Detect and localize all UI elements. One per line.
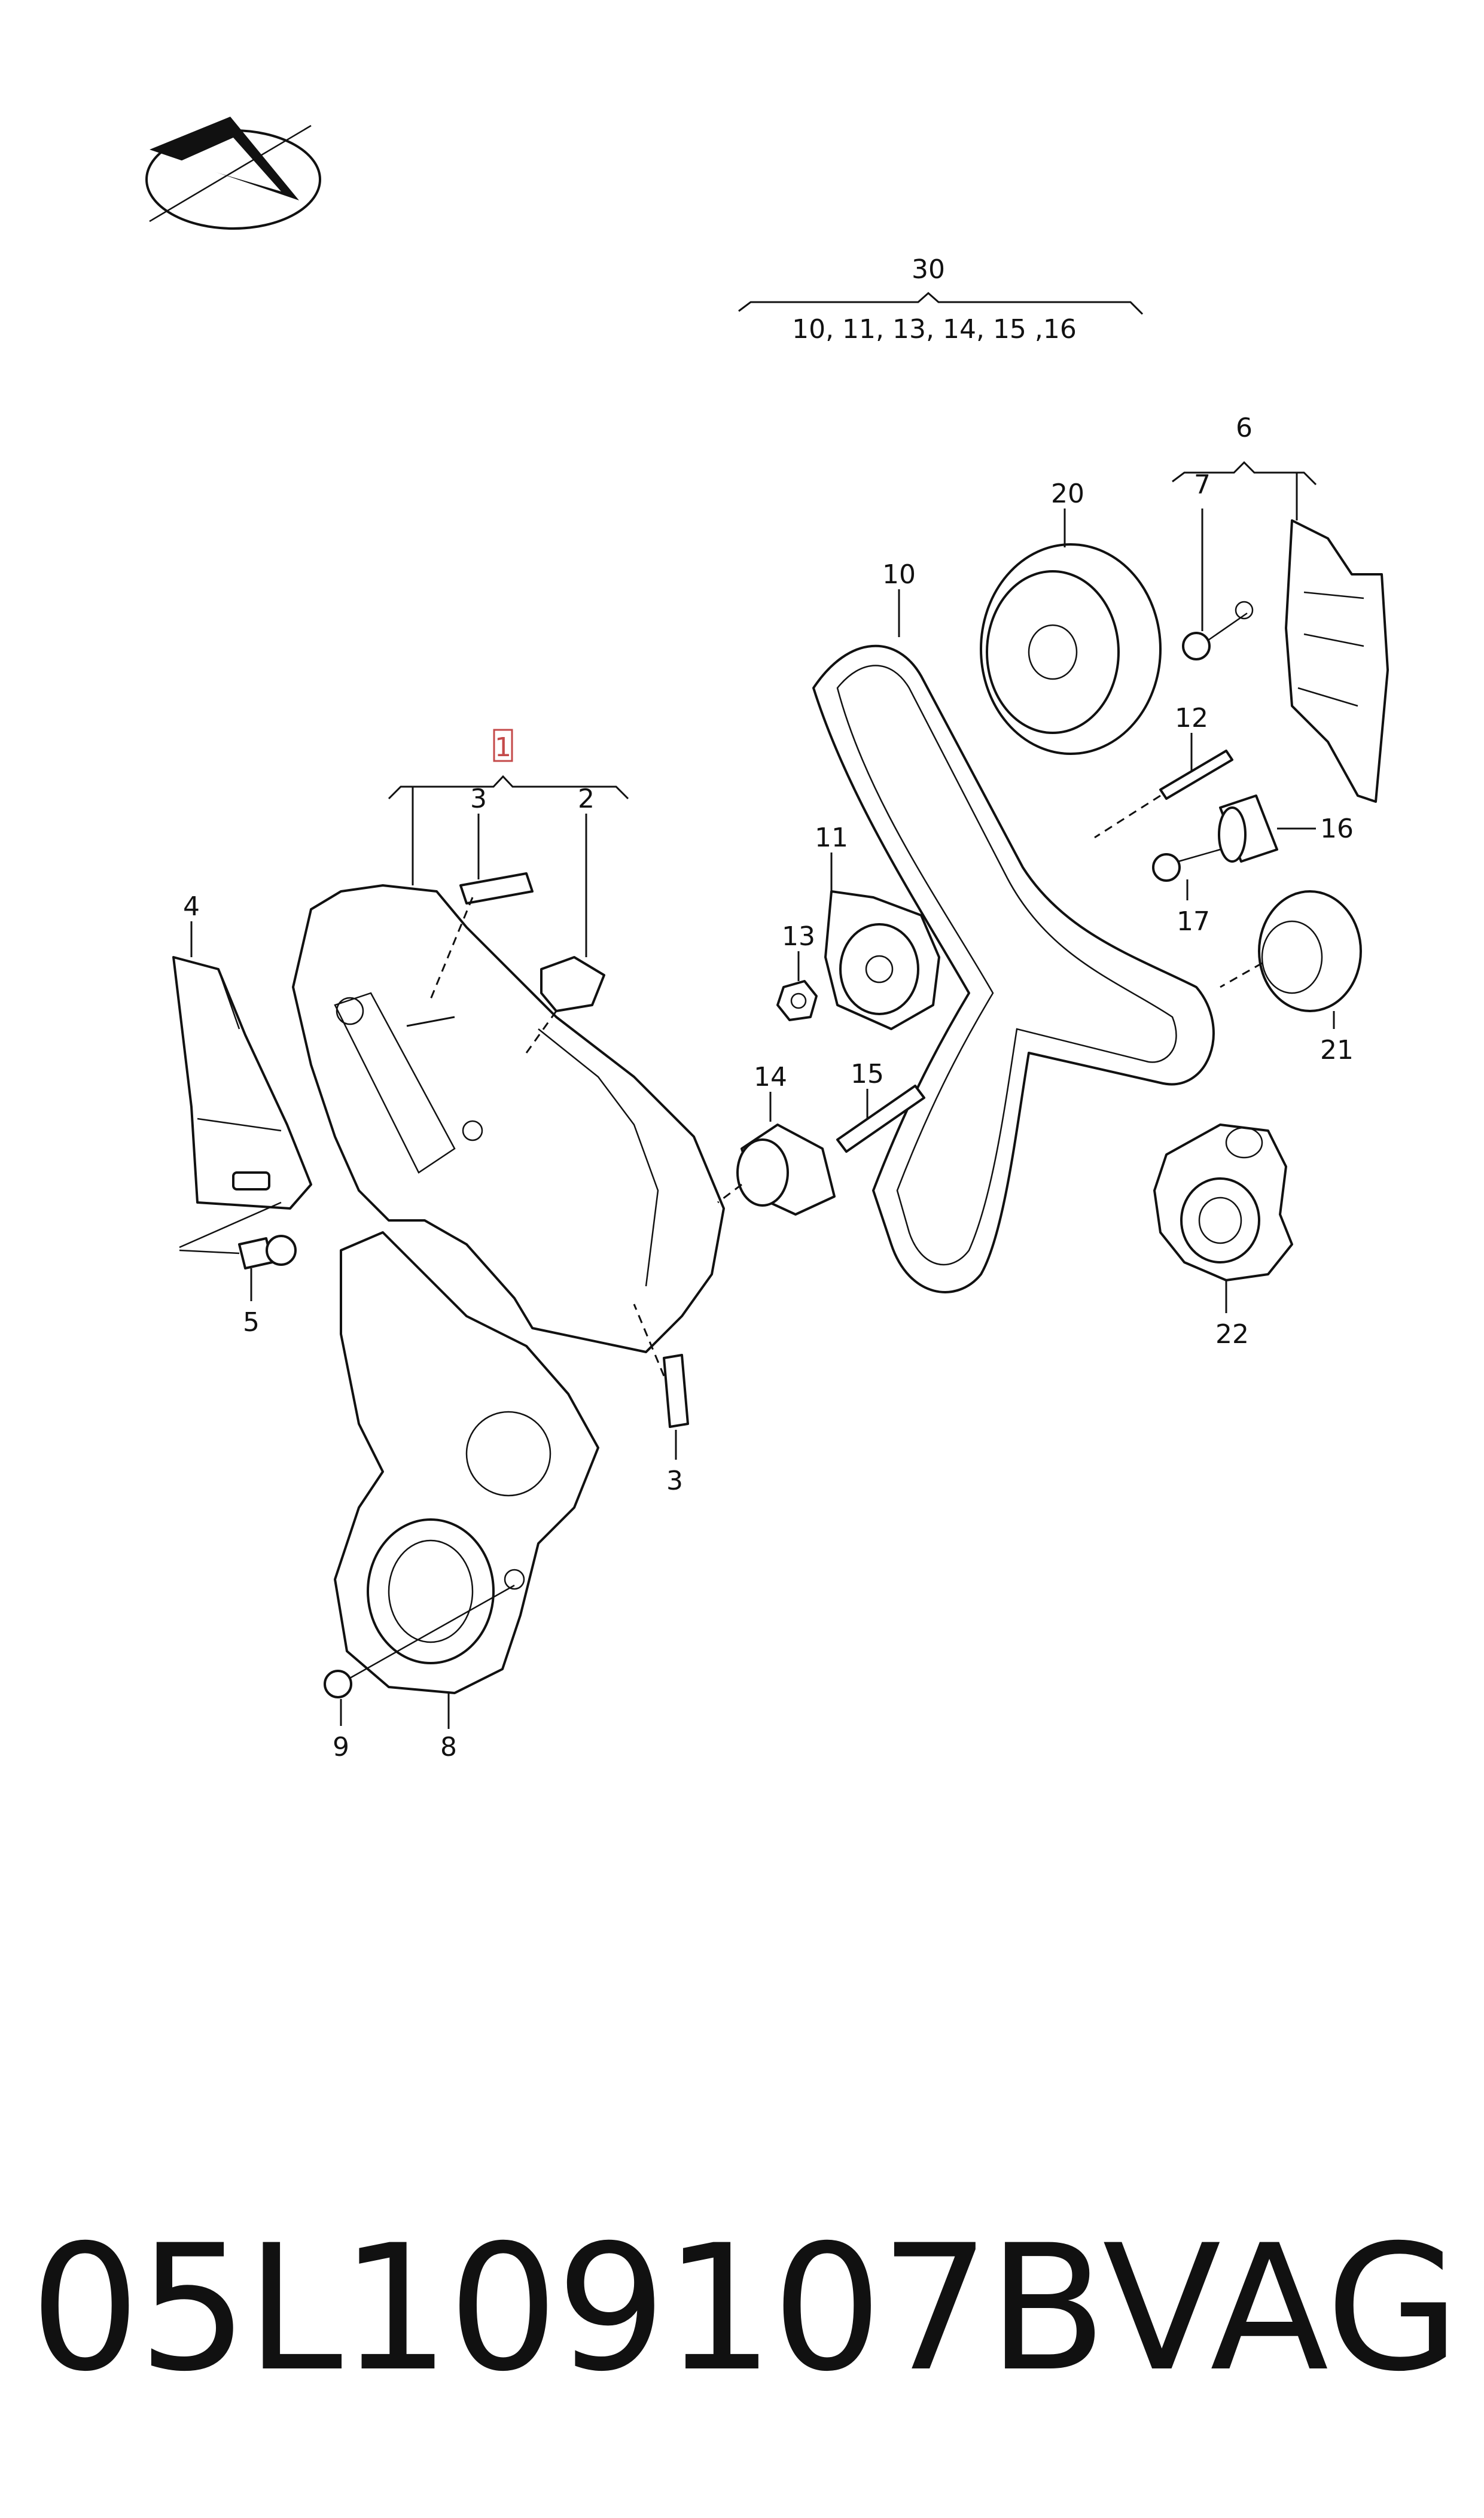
part-7-bolt bbox=[1182, 509, 1248, 660]
part-3-clip-upper bbox=[429, 814, 534, 1000]
part-14-idler bbox=[717, 1092, 836, 1216]
part-3-clip-lower bbox=[633, 1304, 689, 1460]
group-30-members: 10, 11, 13, 14, 15 ,16 bbox=[792, 314, 1077, 345]
callout-14[interactable]: 14 bbox=[754, 1062, 787, 1092]
callout-21[interactable]: 21 bbox=[1320, 1035, 1354, 1065]
part-number-footer: 05L109107B VAG bbox=[0, 2213, 1484, 2405]
part-17-bolt bbox=[1152, 848, 1221, 900]
callout-15[interactable]: 15 bbox=[851, 1059, 884, 1089]
group-1-bracket: 1 bbox=[388, 729, 629, 885]
part-13-nut bbox=[776, 951, 818, 1021]
callout-16[interactable]: 16 bbox=[1320, 814, 1354, 844]
part-11-tensioner bbox=[824, 852, 940, 1030]
callout-4[interactable]: 4 bbox=[183, 891, 200, 922]
callout-3-upper[interactable]: 3 bbox=[470, 784, 487, 814]
part-12-stud bbox=[1094, 733, 1233, 839]
part-6-rear-panel bbox=[1235, 519, 1389, 803]
part-21-sprocket bbox=[1220, 890, 1362, 1029]
callout-5[interactable]: 5 bbox=[243, 1307, 260, 1338]
callout-17[interactable]: 17 bbox=[1177, 906, 1210, 937]
part-5-screw bbox=[179, 1201, 297, 1301]
part-1-upper-cover bbox=[292, 884, 725, 1353]
part-2-holder bbox=[525, 814, 605, 1054]
callout-2[interactable]: 2 bbox=[578, 784, 595, 814]
part-9-bolt bbox=[324, 1584, 515, 1726]
callout-22[interactable]: 22 bbox=[1215, 1319, 1249, 1350]
callout-10[interactable]: 10 bbox=[882, 559, 916, 590]
part-15-stud bbox=[836, 1085, 925, 1153]
part-20-sprocket bbox=[980, 509, 1162, 755]
part-22-water-pump bbox=[1153, 1123, 1293, 1313]
callout-7[interactable]: 7 bbox=[1194, 470, 1211, 500]
part-number: 05L109107B bbox=[30, 2208, 1107, 2410]
manufacturer-name: VAG bbox=[1102, 2208, 1460, 2410]
callout-20[interactable]: 20 bbox=[1051, 479, 1084, 509]
part-10-timing-belt bbox=[812, 589, 1215, 1293]
callout-13[interactable]: 13 bbox=[782, 921, 815, 952]
group-6-bracket bbox=[1172, 461, 1317, 520]
part-4-bracket bbox=[172, 921, 312, 1210]
callout-8[interactable]: 8 bbox=[440, 1732, 457, 1762]
callout-12[interactable]: 12 bbox=[1175, 703, 1208, 733]
callout-30[interactable]: 30 bbox=[912, 254, 945, 285]
callout-labels: 2 3 3 4 5 6 7 8 9 10 11 12 13 14 15 16 1… bbox=[183, 413, 1354, 1762]
callout-11[interactable]: 11 bbox=[815, 823, 848, 853]
part-8-lower-cover bbox=[334, 1231, 599, 1729]
brand-logo bbox=[145, 117, 321, 230]
callout-3-lower[interactable]: 3 bbox=[666, 1466, 683, 1496]
callout-1[interactable]: 1 bbox=[495, 732, 511, 763]
callout-9[interactable]: 9 bbox=[333, 1732, 349, 1762]
group-30-bracket: 30 10, 11, 13, 14, 15 ,16 bbox=[738, 254, 1144, 345]
part-16-spacer bbox=[1218, 794, 1316, 863]
callout-6[interactable]: 6 bbox=[1236, 413, 1253, 443]
